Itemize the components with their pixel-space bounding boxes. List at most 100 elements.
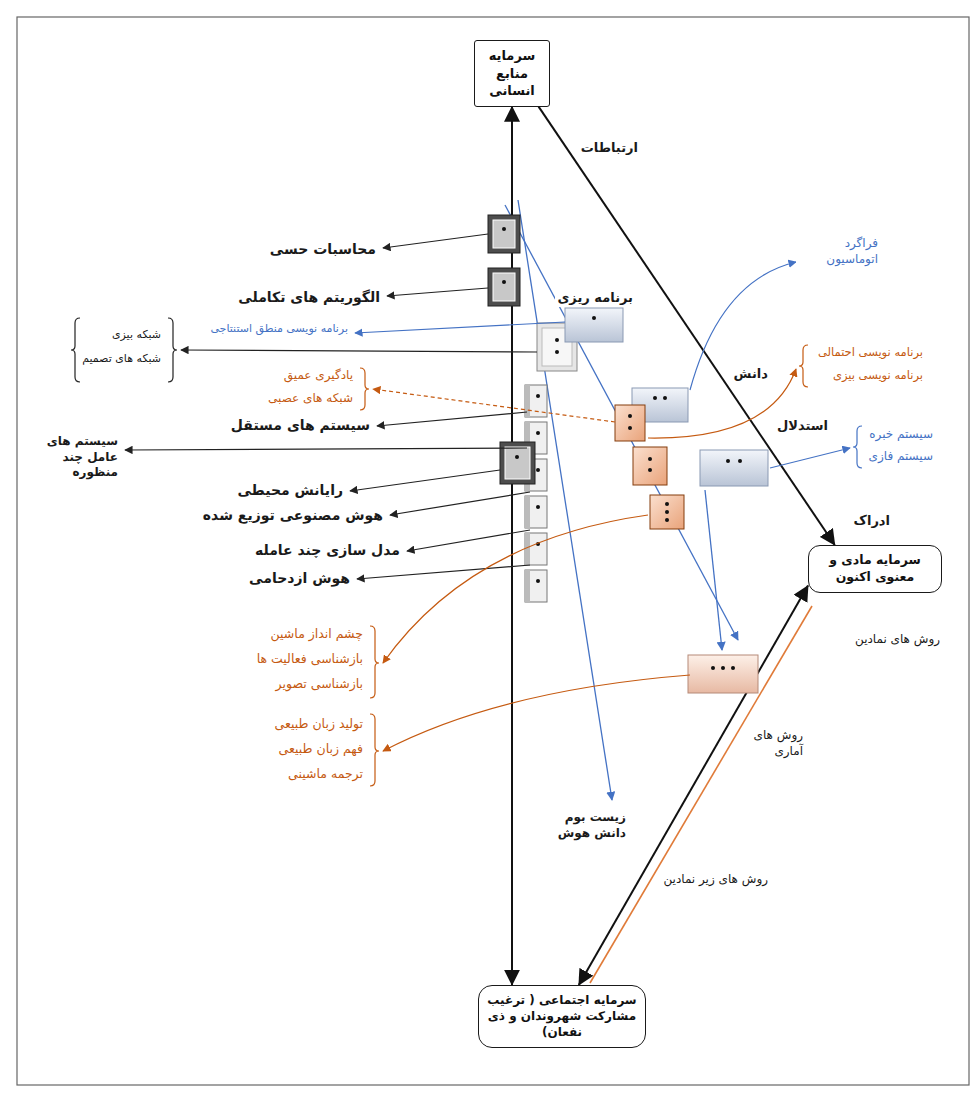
leader-arrow [690,262,796,390]
brace [799,345,808,387]
leader-arrow [407,530,530,551]
box-dot [663,396,667,400]
box-dot [648,457,652,461]
leader-arrow [373,389,615,422]
annotation-label: فراگرد اتوماسیون [796,236,880,267]
leader-arrow [705,490,722,650]
callout-box: سرمایه اجتماعی ( ترغیب مشارکت شهروندان و… [478,985,646,1048]
brace [370,626,379,698]
box-dot [721,666,725,670]
box-face [488,215,520,253]
annotation-label: هوش ازدحامی [247,569,352,587]
annotation-label: الگوریتم های تکاملی [236,288,382,306]
annotation-label: ادراک [852,513,892,530]
box-face [565,308,623,342]
annotation-label: سیستم خبره [867,427,935,443]
box-shade [525,570,530,602]
box-dot [536,468,540,472]
annotation-label: روش های آماری [746,728,805,759]
box-dot [628,414,632,418]
box-shade [525,533,530,565]
box-dot [628,426,632,430]
annotation-label: تولید زبان طبیعی [273,716,365,732]
box-dot [665,518,669,522]
leader-arrow [181,350,537,352]
box-shade [525,496,530,528]
box-dot [592,316,596,320]
box-dot [738,459,742,463]
annotation-label: بازشناسی فعالیت ها [255,651,365,667]
box-face [688,655,758,693]
annotation-label: روش های نمادین [853,632,942,648]
connector-line [579,586,808,985]
box-dot [536,431,540,435]
annotation-label: سیستم های مستقل [229,416,372,434]
leader-arrow [383,675,690,751]
callout-box: سرمایه مادی و معنوی اکنون [808,545,942,593]
leader-arrow [383,515,648,663]
annotation-label: استدلال [775,418,830,435]
annotation-label: شبکه های تصمیم [80,352,163,366]
module-box [525,385,547,602]
brace [853,426,862,468]
annotation-label: شبکه بیزی [110,328,163,342]
box-inner [493,273,515,301]
box-dot [502,280,506,284]
annotation-label: یادگیری عمیق [282,368,355,384]
module-box [688,655,758,693]
box-dot [555,338,559,342]
annotation-label: سیستم فازی [867,449,935,465]
box-face [488,268,520,306]
box-dot [536,505,540,509]
annotation-label: فهم زبان طبیعی [277,741,365,757]
annotation-label: ترجمه ماشینی [286,766,365,782]
leader-arrow [770,448,850,468]
connector-line [539,107,835,545]
module-box [565,308,768,486]
callout-box: سرمایه منابع انسانی [474,40,550,107]
box-dot [665,510,669,514]
leader-arrow [387,288,488,296]
box-face [700,450,768,486]
annotation-label: چشم انداز ماشین [269,626,365,642]
annotation-label: برنامه ریزی [555,290,635,307]
box-dot [502,227,506,231]
box-dot [665,502,669,506]
box-text: سرمایه اجتماعی ( ترغیب مشارکت شهروندان و… [484,992,640,1041]
box-face [525,496,547,528]
box-face [525,533,547,565]
page-frame [17,17,969,1085]
annotation-label: زیست بوم دانش هوش [549,810,628,841]
box-dot [731,666,735,670]
brace [168,318,177,382]
box-dot [726,459,730,463]
annotation-label: برنامه نویسی بیزی [831,368,925,383]
annotation-label: دانش [732,366,770,383]
box-text: سرمایه منابع انسانی [480,47,544,100]
box-face [525,570,547,602]
box-inner [505,447,530,479]
module-box [615,405,684,529]
annotation-label: شبکه های عصبی [266,391,355,407]
annotation-label: برنامه نویسی منطق استنتاجی [208,322,350,336]
annotation-label: بازشناسی تصویر [274,676,365,692]
leader-arrow [648,369,796,438]
box-dot [536,394,540,398]
box-dot [515,455,519,459]
leader-arrow [390,492,530,515]
module-box [488,215,535,484]
box-dot [653,396,657,400]
annotation-label: محاسبات حسی [268,240,378,258]
annotation-label: هوش مصنوعی توزیع شده [201,506,385,524]
leader-arrow [505,205,738,640]
annotation-label: سیستم های عامل چند منظوره [18,434,120,481]
annotation-label: رایانش محیطی [235,481,345,499]
leader-arrow [357,565,530,579]
box-face [650,495,684,529]
leader-arrow [350,470,500,491]
leader-arrow [125,448,527,450]
brace [71,318,80,382]
box-dot [555,350,559,354]
leader-arrow [355,322,565,333]
